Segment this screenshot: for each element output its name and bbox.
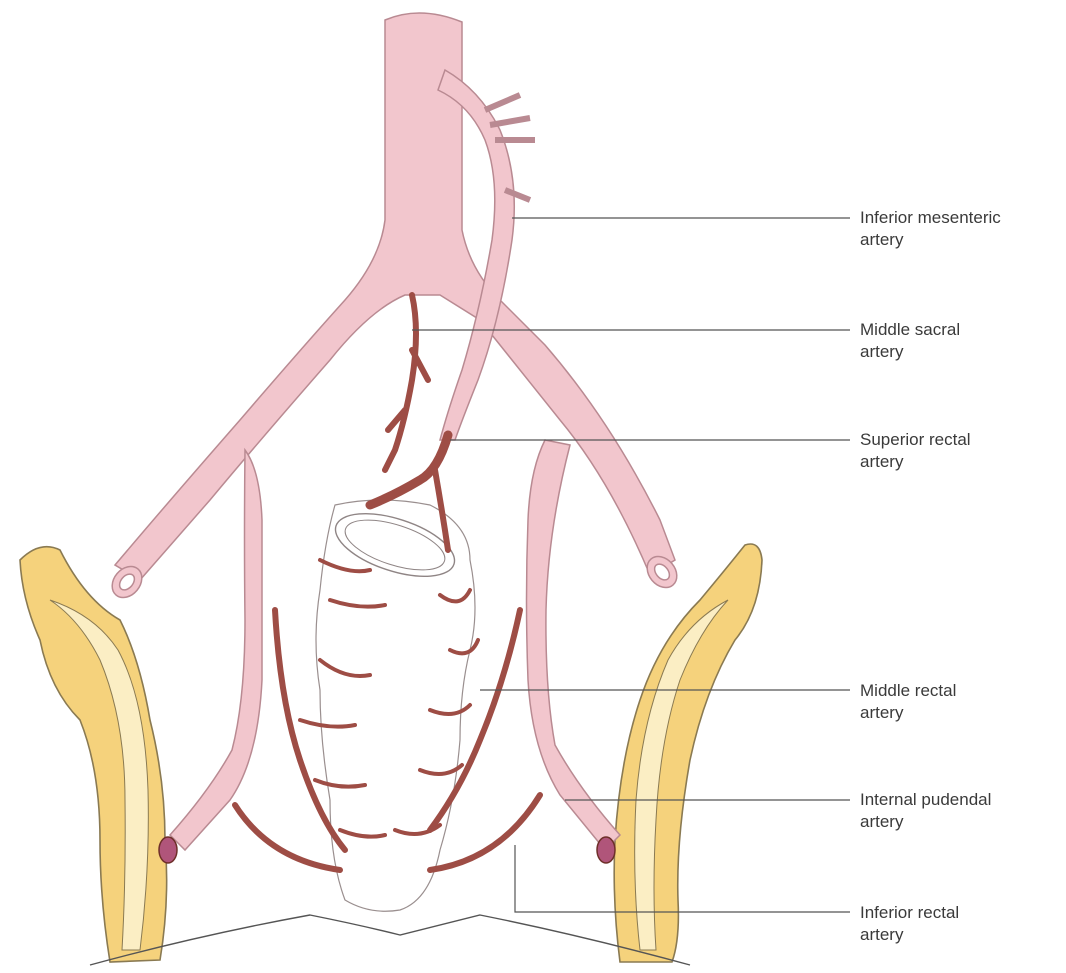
label-line: artery — [860, 811, 1060, 833]
label-line: Middle rectal — [860, 680, 1060, 702]
rectum-body — [316, 500, 475, 911]
rectum — [90, 500, 690, 965]
label-line: Superior rectal — [860, 429, 1060, 451]
label-line: artery — [860, 229, 1060, 251]
label-line: Internal pudendal — [860, 789, 1060, 811]
label-line: Middle sacral — [860, 319, 1060, 341]
label-middle-rectal-artery: Middle rectal artery — [860, 680, 1060, 724]
label-line: artery — [860, 451, 1060, 473]
label-inferior-mesenteric-artery: Inferior mesenteric artery — [860, 207, 1060, 251]
label-line: artery — [860, 341, 1060, 363]
label-internal-pudendal-artery: Internal pudendal artery — [860, 789, 1060, 833]
label-superior-rectal-artery: Superior rectal artery — [860, 429, 1060, 473]
right-internal-iliac-artery — [527, 440, 621, 850]
left-pudendal-cut-end — [159, 837, 177, 863]
label-line: artery — [860, 702, 1060, 724]
label-line: Inferior rectal — [860, 902, 1060, 924]
middle-sacral-artery-vessel — [385, 295, 428, 470]
label-middle-sacral-artery: Middle sacral artery — [860, 319, 1060, 363]
label-line: Inferior mesenteric — [860, 207, 1060, 229]
leader-line-inferior-rectal — [515, 845, 850, 912]
right-pudendal-cut-end — [597, 837, 615, 863]
label-inferior-rectal-artery: Inferior rectal artery — [860, 902, 1060, 946]
label-line: artery — [860, 924, 1060, 946]
perineal-skin-line — [90, 915, 690, 965]
